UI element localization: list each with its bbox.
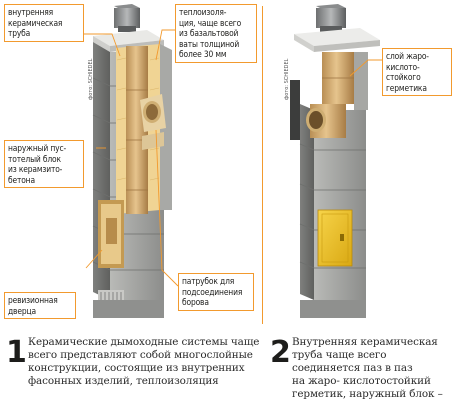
label-outer-hollow-block: наружный пус- тотелый блок из керамзито-… [4, 140, 84, 189]
caption-number-2: 2 [270, 335, 291, 370]
inspection-door-1 [98, 200, 124, 268]
photo-credit-2: фото: SCHIEDEL [284, 58, 290, 100]
tee-connector-2 [306, 104, 346, 138]
caption-text-1: Керамические дымоходные системы чаще все… [28, 336, 260, 387]
rain-cap-1 [114, 4, 140, 32]
photo-credit-1: фото: SCHIEDEL [88, 58, 94, 100]
label-inspection-door: ревизионная дверца [4, 292, 76, 320]
rain-cap-2 [316, 4, 346, 32]
label-flue-connector: патрубок для подсоединения борова [178, 273, 254, 311]
label-inner-ceramic-pipe: внутренняя керамическая труба [4, 4, 84, 42]
inspection-door-2 [317, 209, 353, 267]
chimney-1 [84, 4, 179, 318]
caption-number-1: 1 [6, 335, 27, 370]
flue-connector-part [140, 94, 166, 150]
label-insulation: теплоизоля- ция, чаще всего из базальтов… [175, 4, 257, 63]
chimney-2 [290, 4, 382, 318]
label-sealant-layer: слой жаро- кислото- стойкого герметика [382, 48, 452, 97]
figure-divider [262, 6, 263, 324]
caption-text-2: Внутренняя керамическая труба чаще всего… [292, 336, 443, 400]
